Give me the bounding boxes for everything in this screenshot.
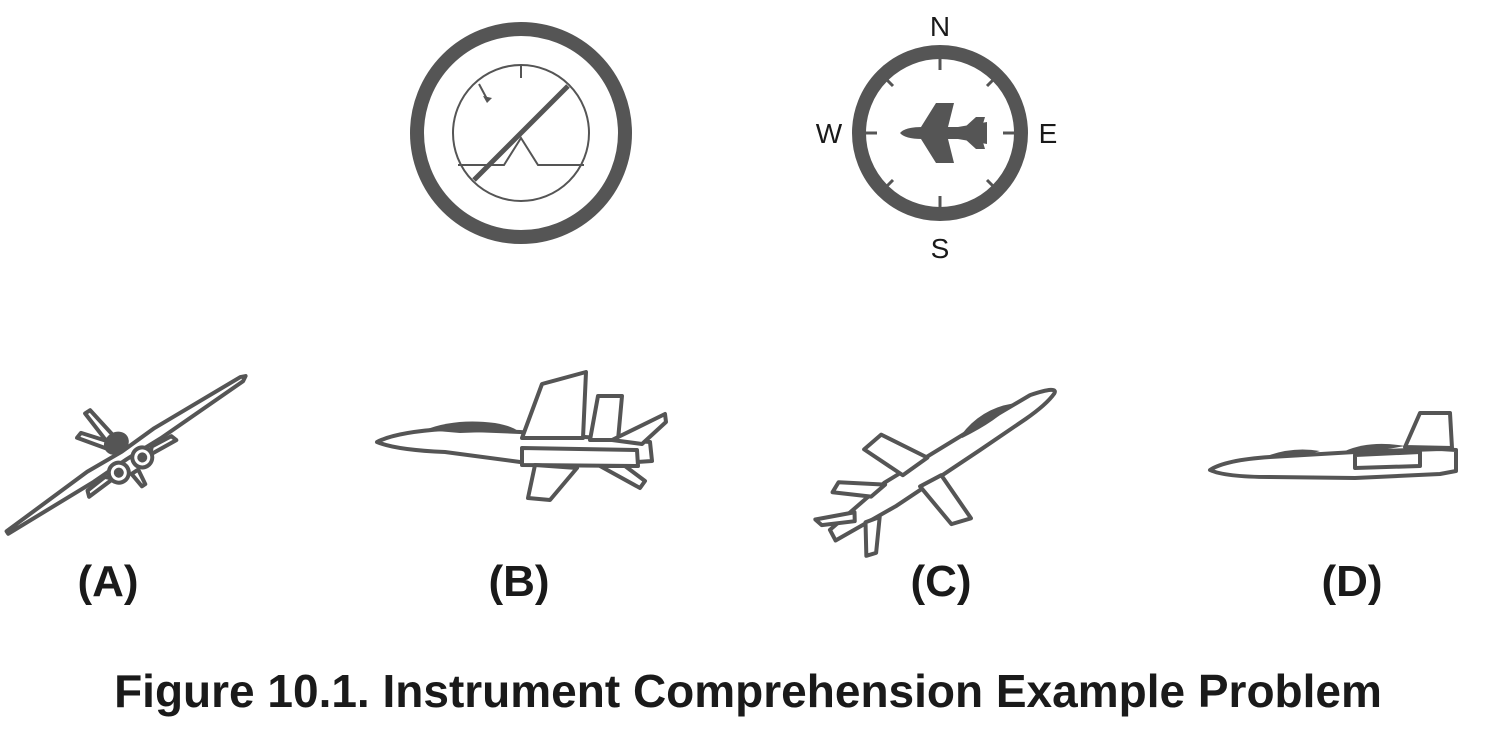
attitude-bank-pointer-line [478, 83, 488, 100]
option-d-label: (D) [1321, 557, 1382, 606]
compass-south-label: S [931, 233, 950, 264]
compass: N S E W [816, 11, 1058, 264]
horizon-bar [472, 84, 570, 182]
attitude-bank-pointer [483, 96, 492, 103]
compass-north-label: N [930, 11, 950, 42]
compass-heading-airplane-icon [900, 103, 987, 163]
option-a-label: (A) [77, 557, 138, 606]
figure-caption: Figure 10.1. Instrument Comprehension Ex… [114, 665, 1382, 717]
compass-tick-marks [862, 55, 1018, 211]
option-c-label: (C) [910, 557, 971, 606]
attitude-indicator [410, 22, 632, 244]
airplane-option-b-image[interactable] [375, 370, 668, 502]
attitude-indicator-bezel [410, 22, 632, 244]
airplane-option-a-image[interactable] [0, 329, 265, 561]
compass-west-label: W [816, 118, 843, 149]
airplane-option-d-image[interactable] [1208, 411, 1458, 480]
option-b-label: (B) [488, 557, 549, 606]
airplane-option-c-image[interactable] [795, 353, 1089, 583]
compass-east-label: E [1039, 118, 1058, 149]
